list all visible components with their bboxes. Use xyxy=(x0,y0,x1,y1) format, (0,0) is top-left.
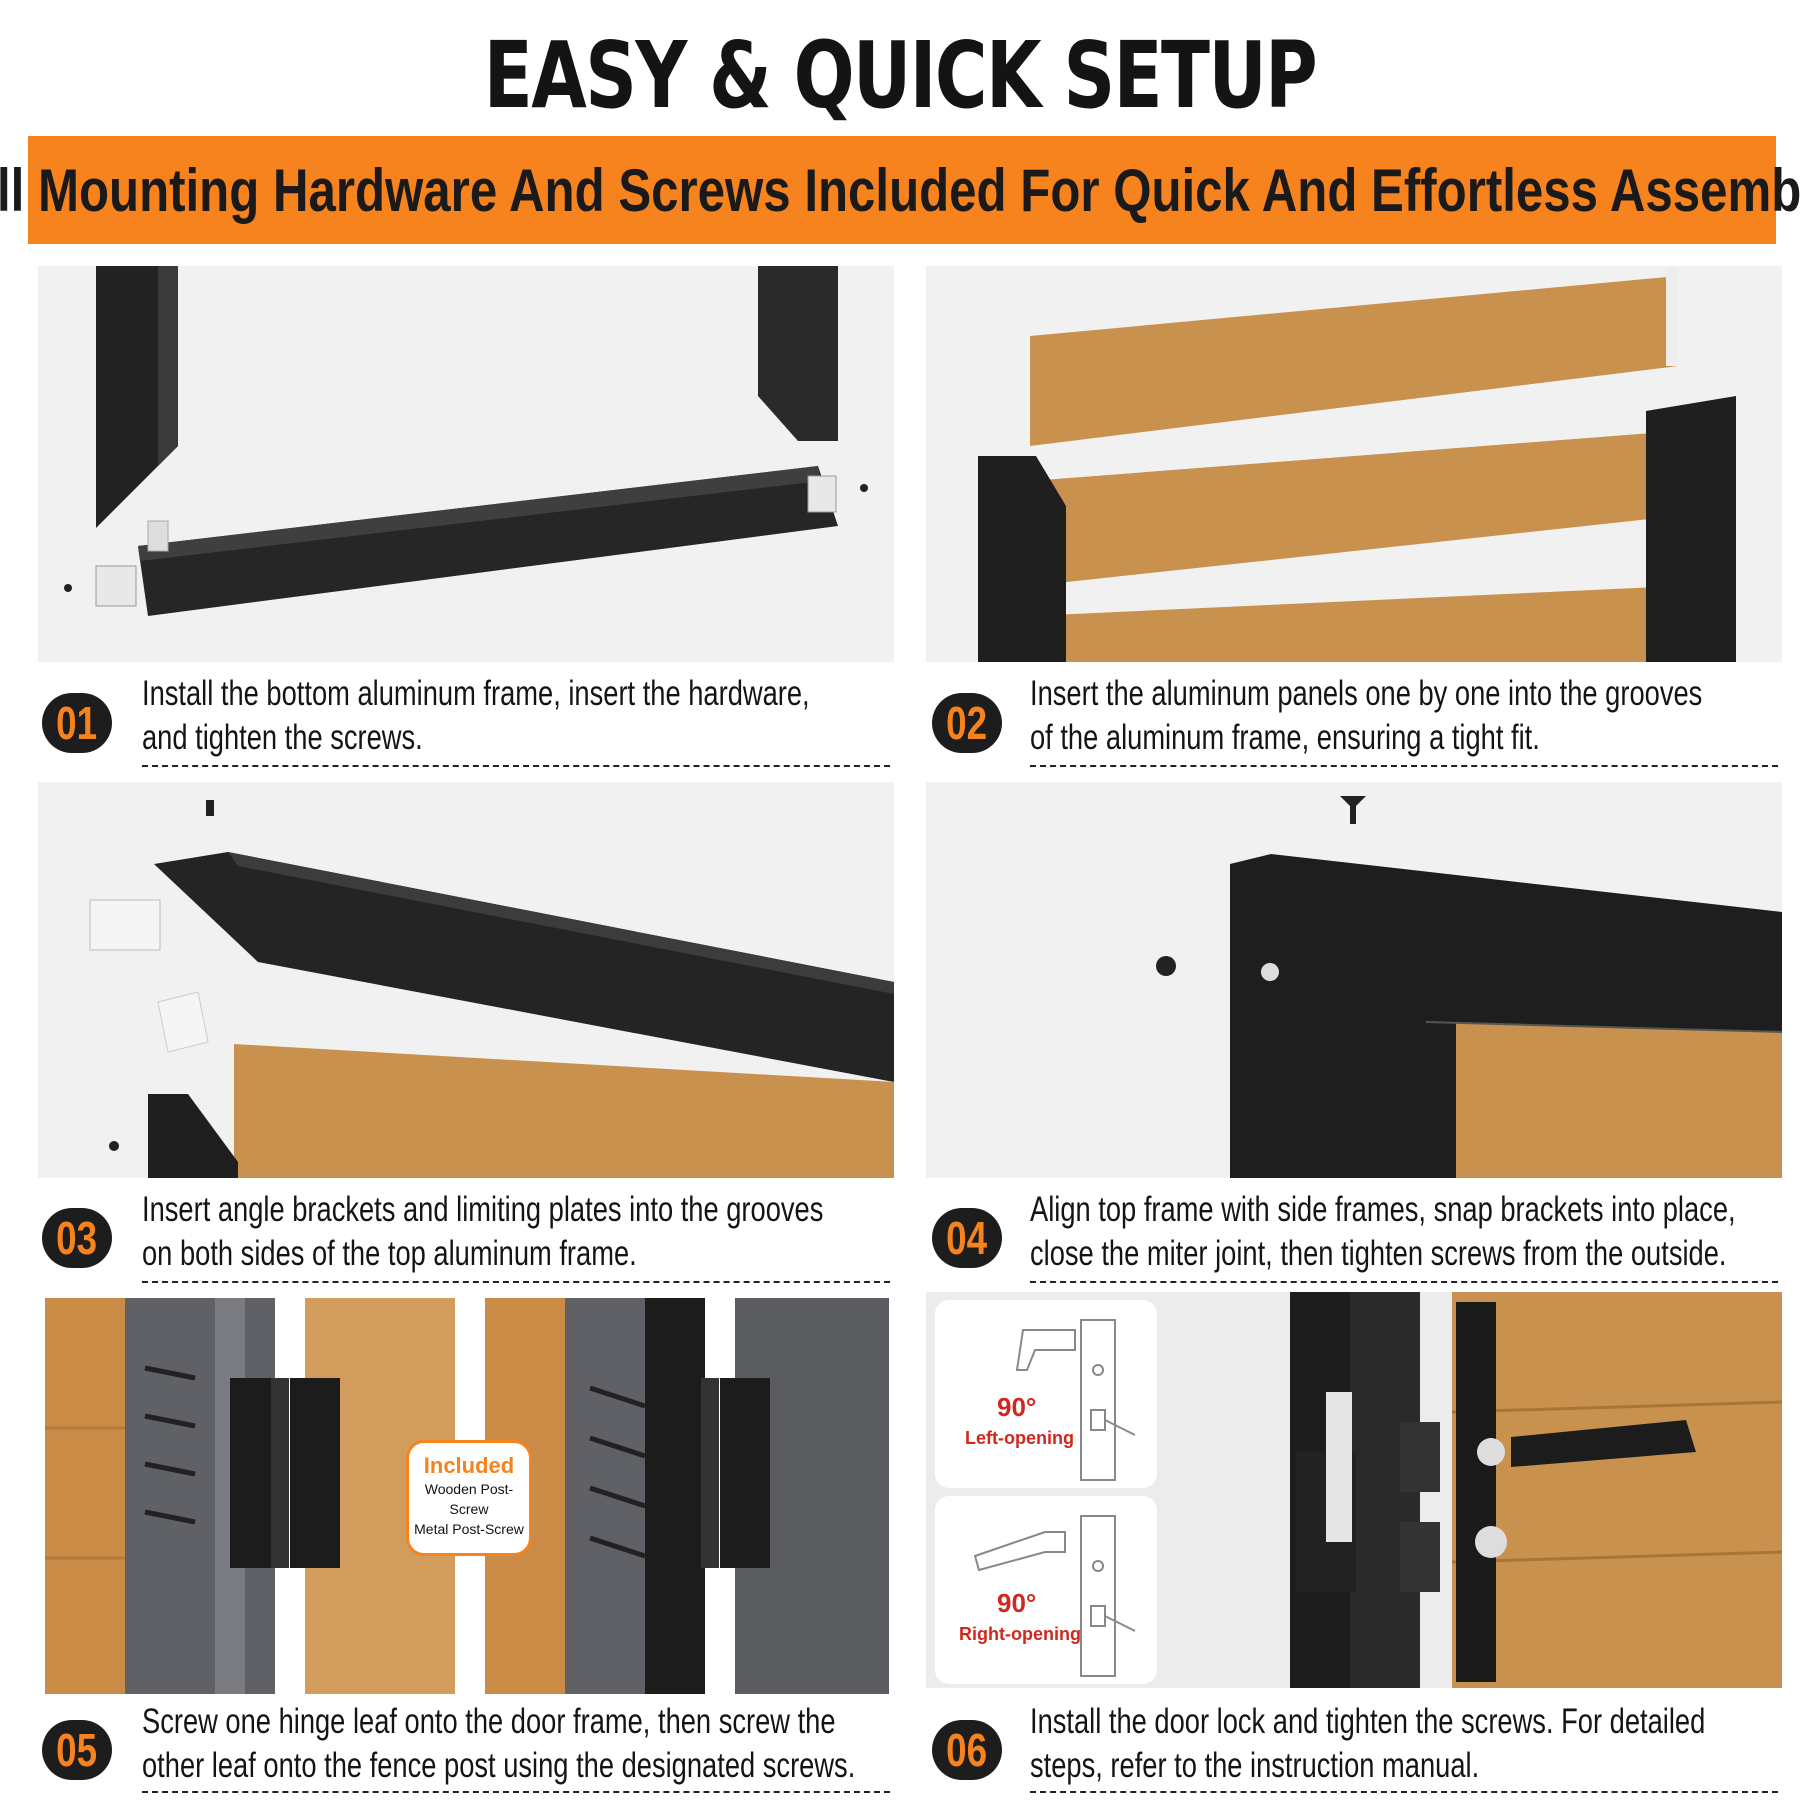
step-01-number: 01 xyxy=(42,693,112,753)
right-opening-degree: 90° xyxy=(997,1588,1037,1618)
included-screws-badge: Included Wooden Post-Screw Metal Post-Sc… xyxy=(406,1440,532,1556)
divider xyxy=(142,1281,890,1283)
left-opening-label: Left-opening xyxy=(965,1428,1074,1448)
step-05-image xyxy=(45,1298,889,1694)
hardware-banner: All Mounting Hardware And Screws Include… xyxy=(0,136,1800,244)
step-03-image xyxy=(38,782,894,1178)
banner-text: All Mounting Hardware And Screws Include… xyxy=(0,156,1800,224)
divider xyxy=(1030,765,1778,767)
door-lock-illustration xyxy=(1290,1292,1782,1688)
step-06-number: 06 xyxy=(932,1720,1002,1780)
step-04-number: 04 xyxy=(932,1208,1002,1268)
step-02-image xyxy=(926,266,1782,662)
step-05-description: Screw one hinge leaf onto the door frame… xyxy=(142,1702,856,1785)
step-05-number: 05 xyxy=(42,1720,112,1780)
divider xyxy=(1030,1791,1778,1793)
step-06-image: 90° Left-opening 90° Right-opening xyxy=(926,1292,1782,1688)
step-02-number: 02 xyxy=(932,693,1002,753)
right-opening-lock-icon xyxy=(973,1515,1136,1677)
page-title: EASY & QUICK SETUP xyxy=(483,22,1318,129)
top-frame-illustration xyxy=(89,800,894,1178)
step-06-description: Install the door lock and tighten the sc… xyxy=(1030,1702,1706,1785)
bottom-frame-illustration xyxy=(64,266,868,616)
step-01-description: Install the bottom aluminum frame, inser… xyxy=(142,674,810,757)
right-opening-label: Right-opening xyxy=(959,1624,1081,1644)
step-03-number: 03 xyxy=(42,1208,112,1268)
step-03-description: Insert angle brackets and limiting plate… xyxy=(142,1190,824,1273)
hinge-illustration xyxy=(45,1298,889,1694)
divider xyxy=(142,765,890,767)
left-opening-lock-icon xyxy=(1015,1319,1136,1481)
step-04-image xyxy=(926,782,1782,1178)
step-04-description: Align top frame with side frames, snap b… xyxy=(1030,1190,1736,1273)
step-02-description: Insert the aluminum panels one by one in… xyxy=(1030,674,1703,757)
lock-card-right: 90° Right-opening xyxy=(935,1496,1157,1684)
left-opening-degree: 90° xyxy=(997,1392,1037,1422)
step-01-image xyxy=(38,266,894,662)
panels-illustration xyxy=(978,266,1736,662)
divider xyxy=(1030,1281,1778,1283)
divider xyxy=(142,1791,890,1793)
miter-joint-illustration xyxy=(1156,796,1782,1178)
lock-card-left: 90° Left-opening xyxy=(935,1300,1157,1488)
